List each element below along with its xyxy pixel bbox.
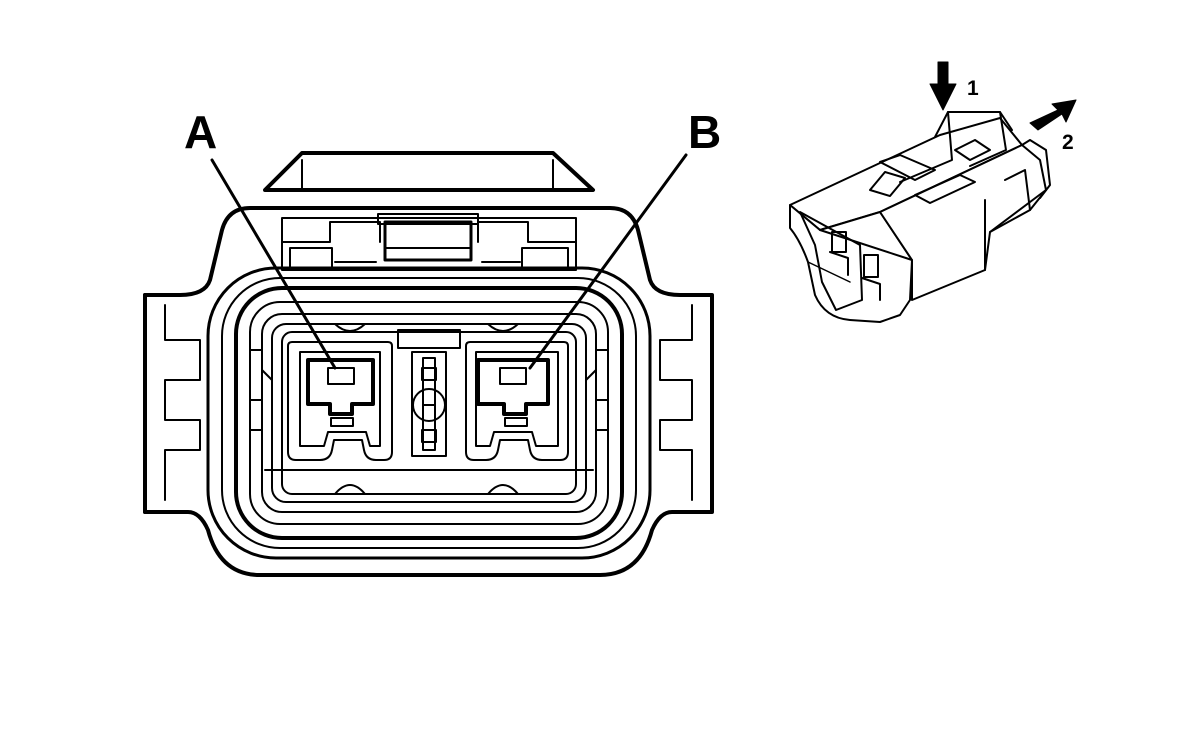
pin-a-leader: [210, 158, 337, 370]
pin-label-a: A: [184, 106, 217, 158]
outer-housing: [143, 206, 714, 577]
pull-arrow-icon: [1029, 99, 1077, 131]
terminal-cavity-a: [287, 341, 393, 461]
press-arrow-icon: [929, 61, 957, 111]
connector-front-view: [143, 151, 714, 577]
center-divider: [397, 329, 461, 457]
pin-label-b: B: [688, 106, 721, 158]
latch-slot: [281, 213, 577, 271]
top-latch: [263, 151, 595, 192]
inner-cavity-walls: [206, 266, 652, 560]
terminal-cavity-b: [465, 341, 569, 461]
iso-front-face: [789, 204, 913, 323]
pin-b-leader: [528, 153, 688, 370]
step-label-2: 2: [1062, 131, 1074, 154]
iso-side-face: [879, 144, 1047, 301]
connector-isometric-view: [789, 61, 1077, 323]
step-label-1: 1: [967, 77, 979, 100]
